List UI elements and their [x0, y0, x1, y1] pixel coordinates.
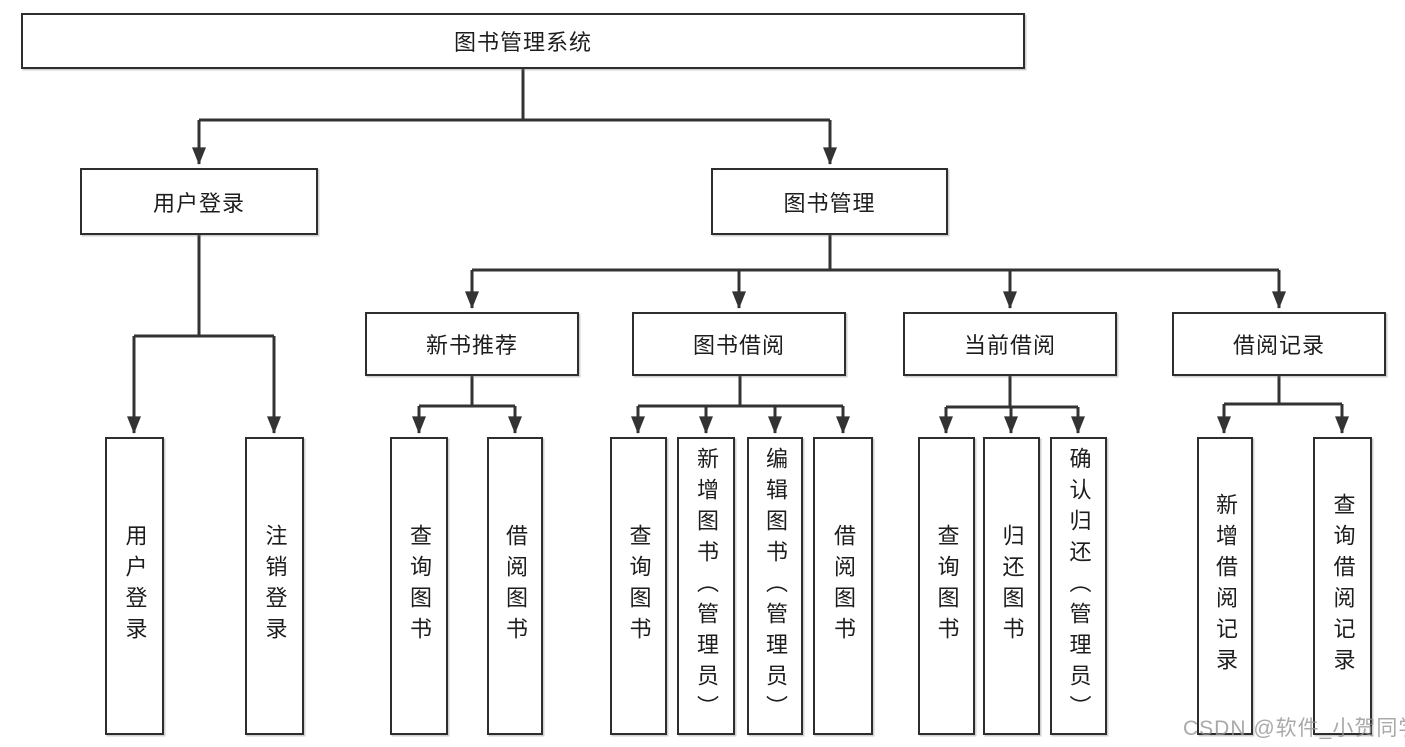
leaf-add-borrow-record: 新增借阅记录 [1197, 437, 1253, 735]
leaf-confirm-return-admin: 确认归还（管理员） [1050, 437, 1107, 735]
leaf-label: 确认归还（管理员） [1066, 446, 1092, 726]
leaf-borrow-book: 借阅图书 [813, 437, 873, 735]
leaf-label: 查询借阅记录 [1330, 493, 1356, 679]
leaf-label: 借阅图书 [831, 524, 856, 648]
node-book-borrow: 图书借阅 [632, 312, 846, 376]
leaf-return-book: 归还图书 [983, 437, 1040, 735]
node-label: 图书借阅 [692, 333, 785, 358]
leaf-query-book-recommend: 查询图书 [390, 437, 448, 735]
leaf-label: 新增借阅记录 [1213, 493, 1238, 679]
leaf-label: 注销登录 [262, 524, 288, 648]
leaf-query-book-borrow: 查询图书 [610, 437, 667, 735]
connector-currentborrow-bar [946, 376, 1078, 409]
node-label: 借阅记录 [1232, 333, 1325, 358]
node-label: 图书管理系统 [453, 30, 592, 55]
node-library-management-system: 图书管理系统 [21, 13, 1025, 69]
leaf-label: 借阅图书 [503, 524, 528, 648]
leaf-user-login: 用户登录 [105, 437, 164, 735]
leaf-borrow-book-recommend: 借阅图书 [487, 437, 543, 735]
node-user-login: 用户登录 [80, 168, 318, 235]
leaf-label: 新增图书（管理员） [694, 446, 719, 726]
node-label: 图书管理 [783, 190, 876, 216]
node-current-borrow: 当前借阅 [903, 312, 1117, 376]
leaf-query-borrow-record: 查询借阅记录 [1313, 437, 1372, 735]
connector-newbook-bar [419, 376, 515, 408]
leaf-label: 编辑图书（管理员） [763, 446, 788, 726]
node-label: 当前借阅 [963, 333, 1056, 358]
leaf-label: 查询图书 [407, 524, 432, 648]
leaf-label: 归还图书 [999, 524, 1025, 648]
leaf-label: 用户登录 [122, 524, 148, 648]
connector-root-bar [199, 69, 830, 122]
leaf-label: 查询图书 [626, 524, 652, 648]
node-borrow-record: 借阅记录 [1172, 312, 1386, 376]
node-book-management: 图书管理 [711, 168, 948, 235]
leaf-logout: 注销登录 [245, 437, 304, 735]
leaf-add-book-admin: 新增图书（管理员） [677, 437, 735, 735]
node-label: 用户登录 [152, 190, 245, 216]
leaf-label: 查询图书 [934, 524, 960, 648]
node-new-book-recommend: 新书推荐 [365, 312, 579, 376]
csdn-watermark: CSDN @软件_小贺同学 [1183, 717, 1405, 740]
leaf-query-book-current: 查询图书 [918, 437, 975, 735]
node-label: 新书推荐 [425, 333, 518, 358]
leaf-edit-book-admin: 编辑图书（管理员） [747, 437, 803, 735]
connector-userlogin-bar [134, 235, 274, 338]
connector-bookmgmt-bar [472, 235, 1279, 272]
connector-bookborrow-bar [638, 376, 843, 408]
connector-borrowrecord-bar [1224, 376, 1342, 406]
